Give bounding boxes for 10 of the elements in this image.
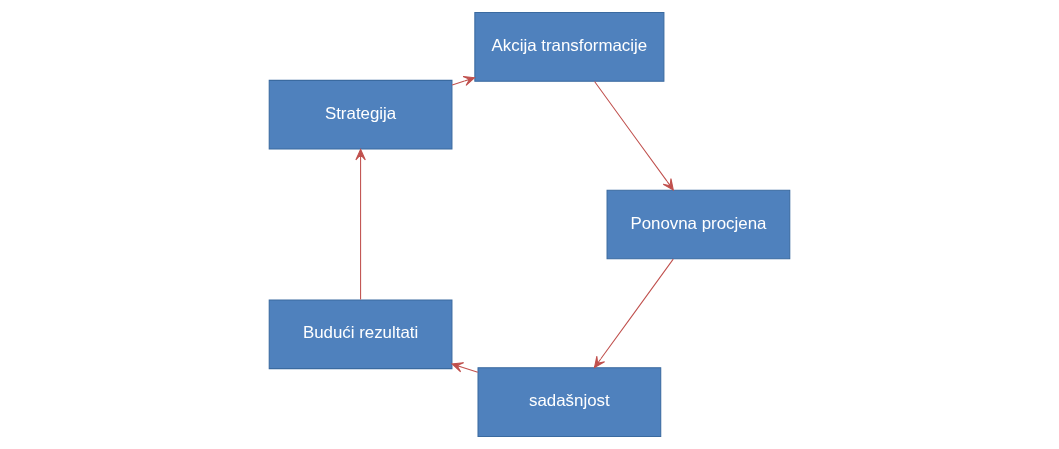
arrow [594, 81, 674, 191]
arrow [451, 75, 476, 86]
arrow [593, 258, 674, 369]
node-box: Ponovna procjena [606, 189, 791, 260]
arrow [355, 148, 366, 300]
node-box: Strategija [268, 79, 453, 150]
node-box: sadašnjost [477, 367, 662, 437]
arrow [451, 362, 479, 373]
node-box: Akcija transformacije [474, 12, 665, 82]
node-box: Budući rezultati [268, 299, 453, 370]
